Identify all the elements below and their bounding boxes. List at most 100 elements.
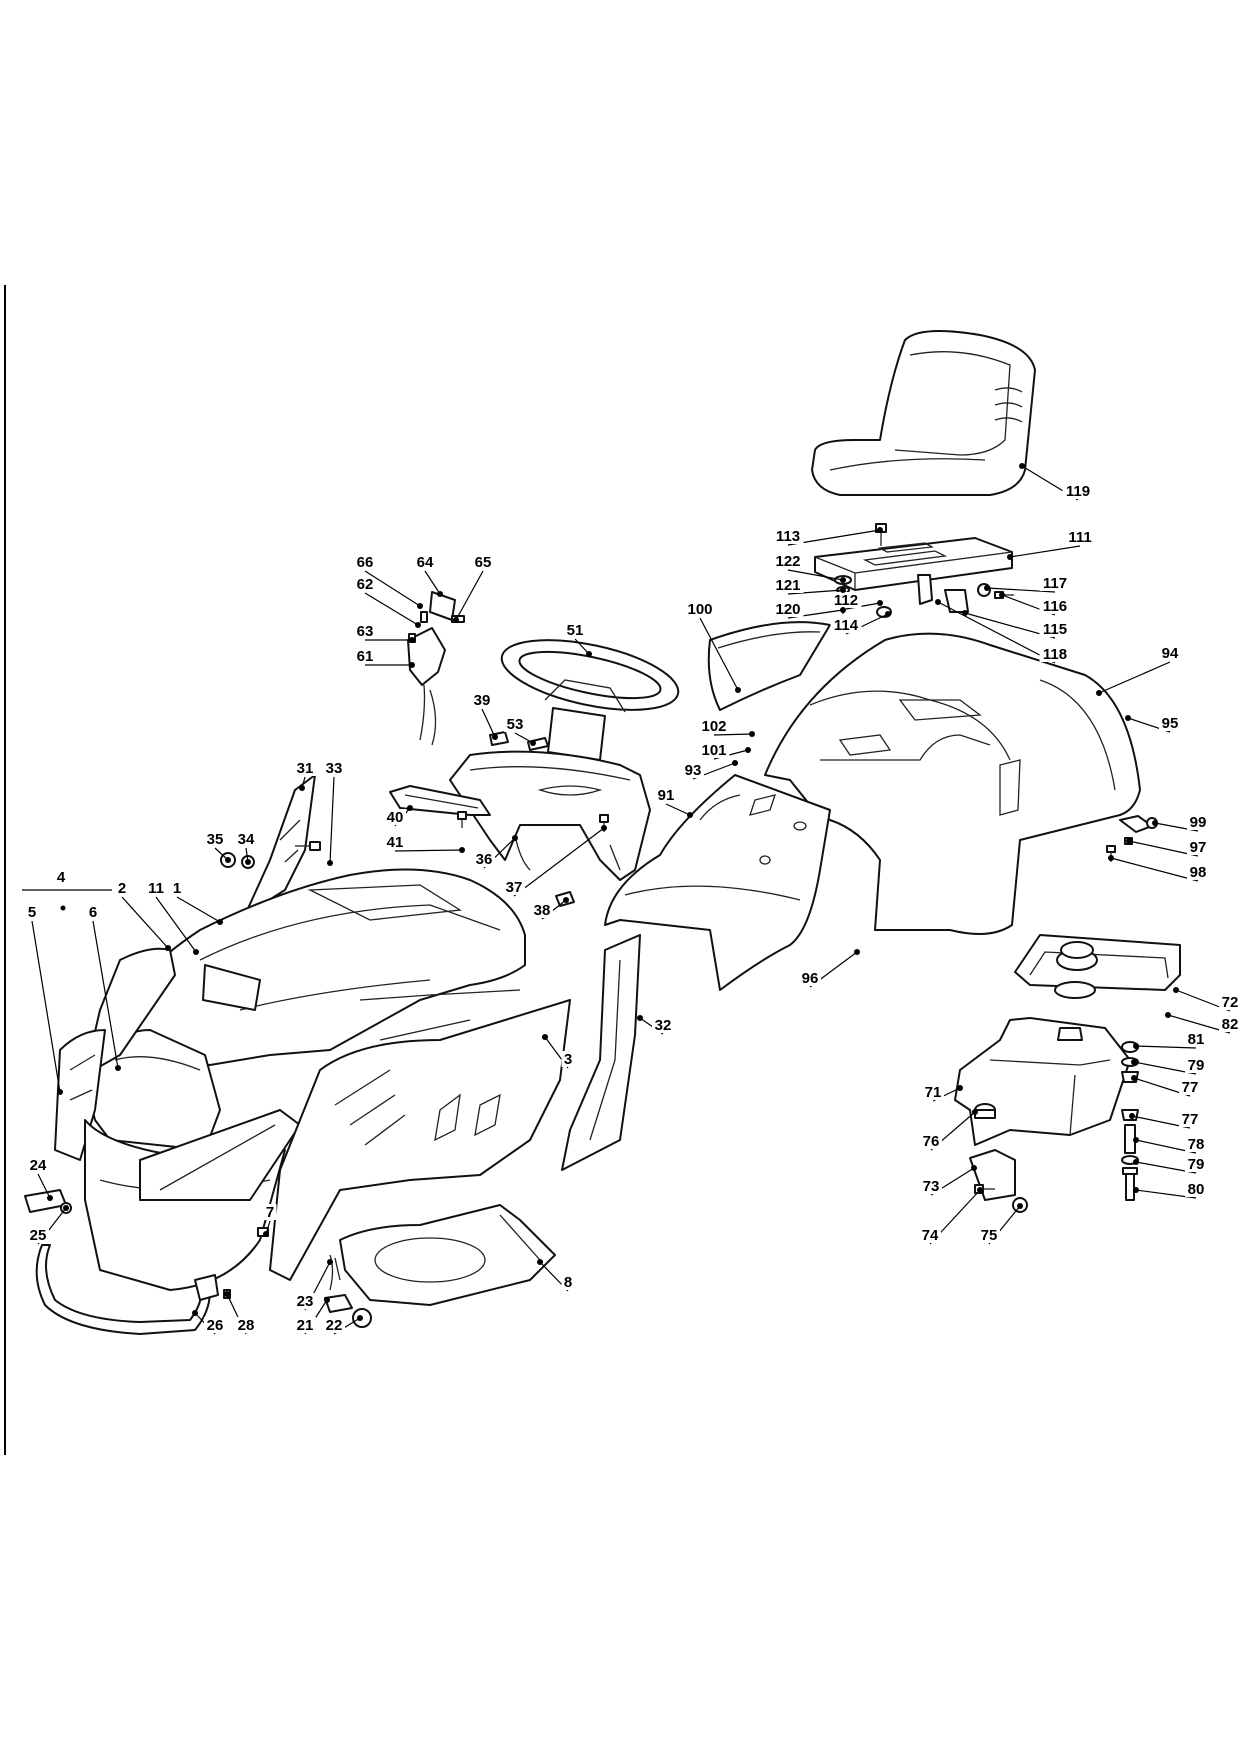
callout-81: 81 xyxy=(1133,1031,1207,1049)
callout-number: 66 xyxy=(357,554,374,571)
callout-label-backdrop xyxy=(1039,598,1071,614)
leader-dot xyxy=(601,825,607,831)
callout-24: 24 xyxy=(27,1157,53,1201)
leader-dot xyxy=(637,1015,643,1021)
callout-label-backdrop xyxy=(1039,621,1071,637)
leader-line xyxy=(574,638,590,655)
leader-line xyxy=(424,570,441,595)
callout-78: 78 xyxy=(1133,1136,1207,1154)
callout-label-backdrop xyxy=(27,1227,49,1243)
callout-number: 22 xyxy=(326,1317,343,1334)
callout-100: 100 xyxy=(684,601,741,693)
leader-dot xyxy=(745,747,751,753)
seat-plate xyxy=(814,537,1013,613)
callout-79b: 79 xyxy=(1133,1156,1207,1174)
callout-label-backdrop xyxy=(235,1317,257,1333)
callout-label-backdrop xyxy=(235,831,257,847)
callout-number: 91 xyxy=(658,787,675,804)
callout-number: 75 xyxy=(981,1227,998,1244)
callout-number: 113 xyxy=(776,528,800,545)
callout-label-backdrop xyxy=(830,617,862,633)
leader-dot xyxy=(417,603,423,609)
callout-label-backdrop xyxy=(263,1204,277,1220)
group-bracket-4: 4 xyxy=(22,869,112,911)
leader-dot xyxy=(1126,838,1132,844)
leader-dot xyxy=(245,859,251,865)
callout-label-backdrop xyxy=(354,554,376,570)
callout-53: 53 xyxy=(504,716,536,746)
callout-label-backdrop xyxy=(323,760,345,776)
callout-98: 98 xyxy=(1108,855,1209,882)
callout-number: 117 xyxy=(1043,575,1067,592)
callout-number: 72 xyxy=(1222,994,1239,1011)
callout-114: 114 xyxy=(830,611,891,635)
callout-number: 122 xyxy=(775,553,800,570)
leader-dot xyxy=(224,1291,230,1297)
leader-dot xyxy=(1019,463,1025,469)
callout-label-backdrop xyxy=(561,1051,575,1067)
callout-3: 3 xyxy=(542,1034,575,1069)
callout-112: 112 xyxy=(830,592,883,610)
leader-line xyxy=(455,570,484,621)
callout-label-backdrop xyxy=(170,880,184,896)
callout-93: 93 xyxy=(682,760,738,780)
leader-dot xyxy=(1133,1137,1139,1143)
leader-dot xyxy=(1125,715,1131,721)
callout-label-backdrop xyxy=(830,592,862,608)
leader-dot xyxy=(217,919,223,925)
leader-line xyxy=(665,803,691,816)
leader-dot xyxy=(1133,1187,1139,1193)
callout-number: 64 xyxy=(417,554,434,571)
callout-label-backdrop xyxy=(27,1157,49,1173)
steering-wheel xyxy=(500,639,680,761)
leader-dot xyxy=(972,1109,978,1115)
callout-number: 11 xyxy=(148,880,164,897)
leader-dot xyxy=(415,622,421,628)
callout-label-backdrop xyxy=(1179,1111,1201,1127)
control-panel-40 xyxy=(389,785,491,816)
leader-dot xyxy=(687,812,693,818)
callout-label-backdrop xyxy=(204,1317,226,1333)
callout-number: 81 xyxy=(1188,1031,1205,1048)
callout-label-backdrop xyxy=(294,1293,316,1309)
callout-number: 118 xyxy=(1043,646,1067,663)
callout-label-backdrop xyxy=(354,576,376,592)
callout-number: 23 xyxy=(297,1293,314,1310)
callout-number: 24 xyxy=(30,1157,47,1174)
callout-number: 1 xyxy=(173,880,181,897)
callout-label-backdrop xyxy=(1187,839,1209,855)
callout-number: 26 xyxy=(207,1317,224,1334)
leader-dot xyxy=(1133,1043,1139,1049)
leader-dot xyxy=(542,1034,548,1040)
leader-dot xyxy=(225,857,231,863)
callout-number: 115 xyxy=(1043,621,1067,638)
callout-label-backdrop xyxy=(145,880,167,896)
fuel-tank xyxy=(954,934,1181,1146)
callout-number: 32 xyxy=(655,1017,672,1034)
callout-number: 77 xyxy=(1182,1111,1199,1128)
callout-label-backdrop xyxy=(1064,529,1096,545)
leader-dot xyxy=(453,617,459,623)
leader-dot xyxy=(57,1089,63,1095)
callout-label-backdrop xyxy=(561,1274,575,1290)
callout-label-backdrop xyxy=(919,1227,941,1243)
callout-number: 101 xyxy=(701,742,726,759)
leader-dot xyxy=(192,1310,198,1316)
callout-36: 36 xyxy=(473,835,518,869)
callout-label-backdrop xyxy=(772,553,804,569)
leader-dot xyxy=(962,610,968,616)
callout-number: 98 xyxy=(1190,864,1207,881)
callout-number: 73 xyxy=(923,1178,940,1195)
callout-number: 6 xyxy=(89,904,97,921)
callout-number: 28 xyxy=(238,1317,255,1334)
throttle-lever-assembly xyxy=(407,591,465,746)
callout-71: 71 xyxy=(922,1084,963,1102)
callout-number: 39 xyxy=(474,692,491,709)
callout-97: 97 xyxy=(1126,838,1209,857)
leader-dot xyxy=(735,687,741,693)
callout-label-backdrop xyxy=(354,623,376,639)
callout-label-backdrop xyxy=(1187,864,1209,880)
callout-75: 75 xyxy=(978,1203,1023,1245)
callout-91: 91 xyxy=(655,787,693,818)
callout-120: 120 xyxy=(772,601,846,619)
